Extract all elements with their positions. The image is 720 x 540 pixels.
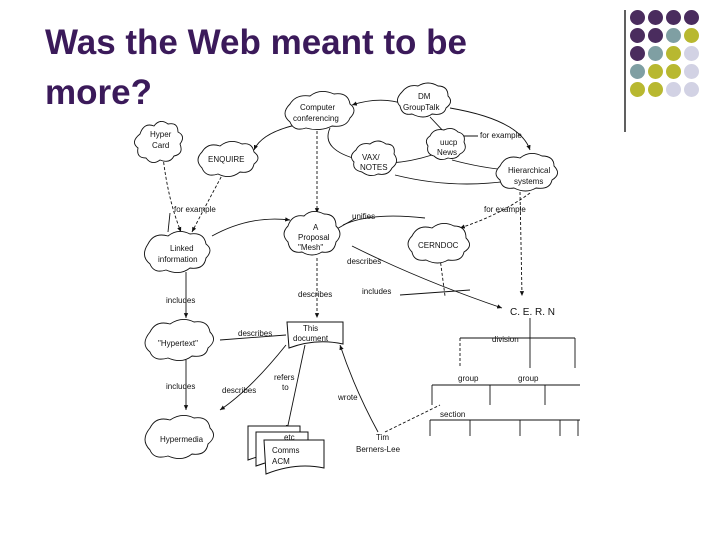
decorative-dot: [684, 46, 699, 61]
decorative-dot: [648, 82, 663, 97]
decorative-dot: [666, 82, 681, 97]
uucp-news-cloud: [425, 127, 466, 161]
division-label: division: [492, 335, 519, 344]
cerndoc-label: CERNDOC: [418, 241, 459, 250]
linked-label-2: information: [158, 255, 198, 264]
vax-notes-cloud: [351, 140, 397, 177]
hypercard-cloud: [134, 121, 183, 163]
proposal-label-2: Proposal: [298, 233, 330, 242]
computer-conferencing-label-1: Computer: [300, 103, 335, 112]
refers-label-1: refers: [274, 373, 294, 382]
decorative-dot: [648, 46, 663, 61]
decorative-dot: [666, 64, 681, 79]
title-line-2: more?: [45, 73, 152, 112]
proposal-mesh-cloud: [283, 211, 341, 256]
proposal-label-3: "Mesh": [298, 243, 323, 252]
decorative-dot: [648, 64, 663, 79]
hierarchical-systems-cloud: [495, 153, 558, 192]
diagram-edge-labels: for example for example for example unif…: [166, 131, 539, 419]
unifies-label: unifies: [352, 212, 375, 221]
hypermedia-label: Hypermedia: [160, 435, 204, 444]
dm-grouptalk-label-1: DM: [418, 92, 431, 101]
for-example-label-left: for example: [174, 205, 216, 214]
diagram-clouds: [134, 82, 558, 459]
papers-label-2: Comms: [272, 446, 300, 455]
describes-label-doc: describes: [298, 290, 332, 299]
decorative-dot: [630, 64, 645, 79]
hypertext-label: "Hypertext": [158, 339, 198, 348]
enquire-label: ENQUIRE: [208, 155, 244, 164]
decorative-dot: [630, 10, 645, 25]
uucp-label-1: uucp: [440, 138, 458, 147]
decorative-dot: [666, 10, 681, 25]
papers-label-3: ACM: [272, 457, 290, 466]
enquire-cloud: [197, 141, 259, 177]
decorative-divider: [624, 10, 626, 132]
includes-label-cern: includes: [362, 287, 391, 296]
cern-label: C. E. R. N: [510, 307, 555, 318]
describes-label-proposal: describes: [347, 257, 381, 266]
decorative-dot: [684, 64, 699, 79]
cerndoc-cloud: [407, 223, 470, 264]
describes-label-hypertext: describes: [238, 329, 272, 338]
papers-label-1: etc: [284, 433, 295, 442]
linked-information-cloud: [144, 231, 211, 273]
hypercard-label-1: Hyper: [150, 130, 172, 139]
dm-grouptalk-label-2: GroupTalk: [403, 103, 440, 112]
describes-label-hypermedia: describes: [222, 386, 256, 395]
decorative-dot: [666, 28, 681, 43]
this-document-label-1: This: [303, 324, 318, 333]
decorative-dot: [648, 10, 663, 25]
group-label-2: group: [518, 374, 539, 383]
uucp-label-2: News: [437, 148, 457, 157]
computer-conferencing-cloud: [284, 91, 355, 131]
vax-label-2: NOTES: [360, 163, 388, 172]
computer-conferencing-label-2: conferencing: [293, 114, 339, 123]
linked-label-1: Linked: [170, 244, 194, 253]
for-example-label-right: for example: [484, 205, 526, 214]
refers-label-2: to: [282, 383, 289, 392]
includes-label-linked: includes: [166, 296, 195, 305]
slide-title: Was the Web meant to be more?: [45, 18, 565, 118]
proposal-label-1: A: [313, 223, 319, 232]
vax-label-1: VAX/: [362, 153, 380, 162]
decorative-dot: [684, 82, 699, 97]
for-example-label-top: for example: [480, 131, 522, 140]
decorative-dot: [630, 46, 645, 61]
decorative-dot: [630, 28, 645, 43]
decorative-dot: [666, 46, 681, 61]
hypermedia-cloud: [144, 415, 214, 459]
this-document-shape: [286, 321, 344, 349]
dm-grouptalk-cloud: [397, 82, 451, 118]
diagram-node-labels: Hyper Card ENQUIRE Computer conferencing…: [150, 92, 555, 466]
hierarchical-label-1: Hierarchical: [508, 166, 550, 175]
group-label-1: group: [458, 374, 479, 383]
hypercard-label-2: Card: [152, 141, 169, 150]
title-line-1: Was the Web meant to be: [45, 23, 467, 62]
decorative-dot: [684, 10, 699, 25]
papers-stack: [247, 425, 325, 475]
hypertext-cloud: [144, 319, 214, 361]
decorative-dot: [630, 82, 645, 97]
hierarchical-label-2: systems: [514, 177, 543, 186]
decorative-dot: [648, 28, 663, 43]
section-label: section: [440, 410, 465, 419]
this-document-label-2: document: [293, 334, 329, 343]
tim-label-1: Tim: [376, 433, 389, 442]
wrote-label: wrote: [337, 393, 358, 402]
decorative-dot: [684, 28, 699, 43]
tim-label-2: Berners-Lee: [356, 445, 401, 454]
includes-label-hypertext: includes: [166, 382, 195, 391]
